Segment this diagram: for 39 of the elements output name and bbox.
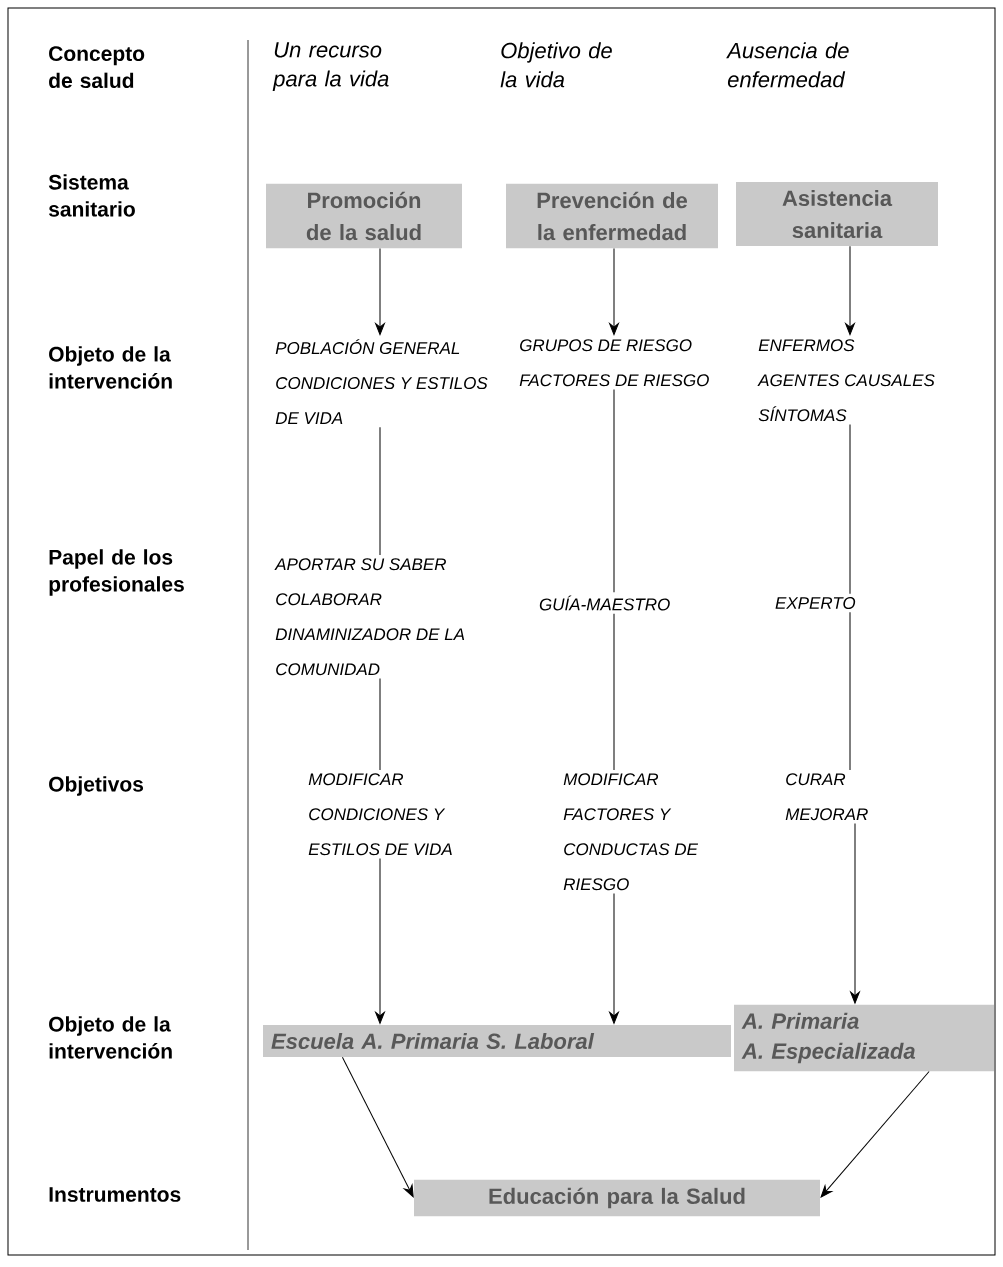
row-heading: Instrumentos (49, 1187, 181, 1202)
process-box: Educación para la Salud (414, 1179, 820, 1217)
connector-line (379, 426, 381, 556)
connector-line (613, 613, 615, 771)
process-box: Escuela A. Primaria S. Laboral (263, 1024, 731, 1058)
process-box: Promoción de la salud (266, 183, 462, 249)
list-text: EXPERTO (775, 597, 856, 610)
arrow (375, 247, 385, 336)
arrow (820, 1070, 930, 1198)
connector-line (849, 611, 851, 771)
row-heading: Papel de los profesionales (49, 549, 184, 596)
row-heading: Objetivos (49, 776, 144, 796)
list-text: CURAR MEJORAR (785, 773, 868, 821)
list-text: MODIFICAR FACTORES Y CONDUCTAS DE RIESGO (563, 773, 699, 891)
list-text: GUÍA-MAESTRO (539, 595, 670, 611)
row-heading: Objeto de la intervención (49, 1016, 172, 1059)
list-text: GRUPOS DE RIESGO FACTORES DE RIESGO (519, 339, 709, 387)
process-box: Prevención de la enfermedad (506, 183, 718, 249)
arrow (845, 245, 855, 336)
arrow (341, 1056, 414, 1198)
arrow (375, 857, 385, 1024)
column-heading: Objetivo de la vida (500, 42, 612, 88)
column-heading: Ausencia de enfermedad (726, 42, 849, 88)
process-box: Asistencia sanitaria (736, 181, 938, 247)
column-heading: Un recurso para la vida (272, 42, 389, 91)
arrow (850, 822, 860, 1004)
row-heading: Concepto de salud (49, 46, 145, 89)
row-heading: Objeto de la intervención (49, 346, 172, 389)
row-heading: Sistema sanitario (48, 174, 135, 217)
process-box: A. Primaria A. Especializada (734, 1004, 994, 1072)
connector-line (613, 388, 615, 593)
list-text: APORTAR SU SABER COLABORAR DINAMINIZADOR DE LA COMUNIDAD (274, 558, 465, 676)
list-text: POBLACIÓN GENERAL CONDICIONES Y ESTILOS DE VIDA (275, 339, 488, 424)
arrow (609, 247, 619, 336)
connector-line (379, 677, 381, 771)
connector-line (849, 423, 851, 595)
list-text: MODIFICAR CONDICIONES Y ESTILOS DE VIDA (308, 773, 452, 856)
arrow (609, 892, 619, 1024)
list-text: ENFERMOS AGENTES CAUSALES SÍNTOMAS (757, 339, 935, 422)
